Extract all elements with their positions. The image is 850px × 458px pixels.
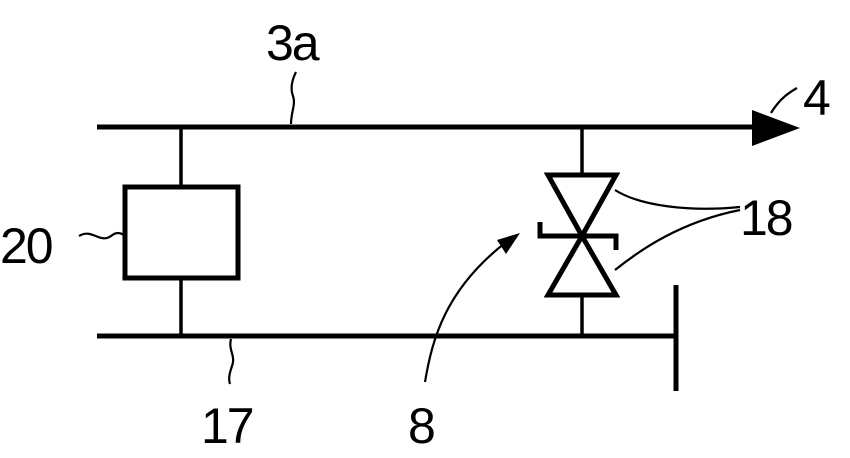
label-17: 17 <box>201 398 253 454</box>
leader-17 <box>229 339 233 384</box>
leader-4 <box>771 88 797 113</box>
valve-lower-triangle <box>548 236 616 295</box>
leader-8 <box>425 243 505 382</box>
label-4: 4 <box>803 70 830 126</box>
label-3a: 3a <box>266 15 320 71</box>
valve-upper-triangle <box>548 175 616 236</box>
leader-20 <box>79 233 125 238</box>
label-8: 8 <box>408 398 434 454</box>
leader-8-arrowhead <box>497 233 520 254</box>
label-18: 18 <box>740 190 792 246</box>
leader-18-upper <box>615 190 740 209</box>
box-component <box>125 187 238 278</box>
label-20: 20 <box>0 218 52 274</box>
flow-arrowhead <box>752 110 800 146</box>
leader-18-lower <box>615 210 740 270</box>
leader-3a <box>291 72 296 124</box>
